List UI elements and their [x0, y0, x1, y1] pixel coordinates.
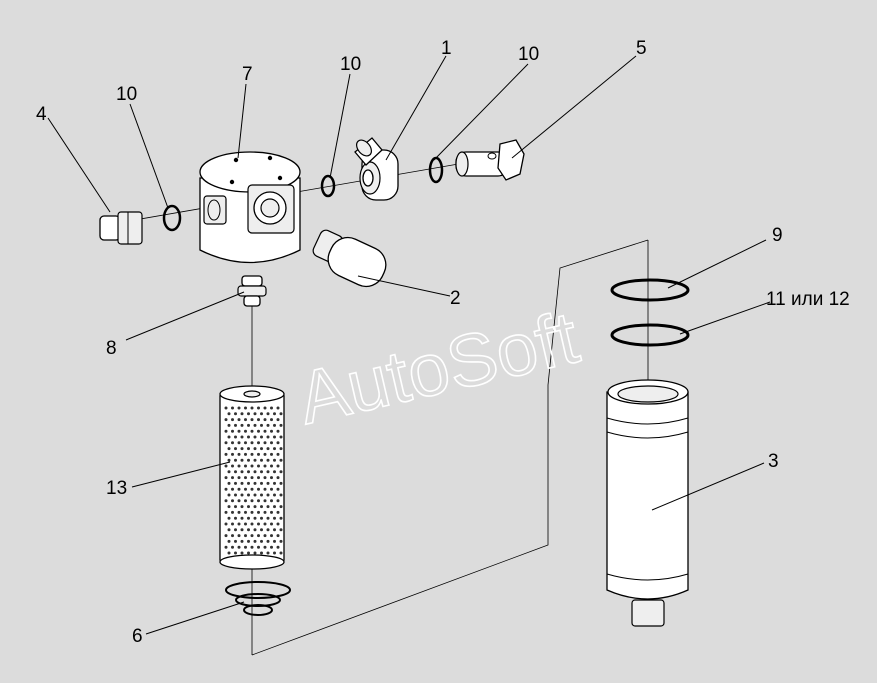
- part-1-fitting: [354, 137, 399, 201]
- label-1: 1: [441, 38, 452, 59]
- label-4: 4: [36, 104, 47, 125]
- part-13-filter: [219, 385, 285, 570]
- part-6-spring: [225, 581, 291, 616]
- part-10-ring-left: [162, 204, 182, 232]
- part-3-housing: [606, 379, 689, 627]
- label-13: 13: [106, 478, 127, 499]
- label-10-right: 10: [518, 44, 539, 65]
- part-10-ring-right: [428, 156, 444, 184]
- part-labels: 4 10 7 10 1 10 5 2 8 13 6 9 11 или 12 3: [36, 38, 850, 647]
- part-11-12-ring: [610, 323, 690, 347]
- label-7: 7: [242, 64, 253, 85]
- part-8-nipple: [237, 275, 267, 307]
- part-2-valve: [312, 229, 387, 288]
- part-4-plug: [99, 211, 143, 245]
- part-9-ring: [610, 278, 690, 302]
- label-8: 8: [106, 338, 117, 359]
- part-7-body: [199, 151, 301, 264]
- label-3: 3: [768, 451, 779, 472]
- part-5-bolt: [455, 139, 525, 181]
- label-2: 2: [450, 288, 461, 309]
- label-11-or-12: 11 или 12: [766, 289, 850, 310]
- leader-lines: [47, 55, 771, 635]
- label-10-middle: 10: [340, 54, 361, 75]
- watermark-autosoft: AutoSoft: [290, 295, 586, 440]
- label-6: 6: [132, 626, 143, 647]
- label-10-left: 10: [116, 84, 137, 105]
- part-10-ring-middle: [320, 174, 336, 198]
- label-9: 9: [772, 225, 783, 246]
- label-5: 5: [636, 38, 647, 59]
